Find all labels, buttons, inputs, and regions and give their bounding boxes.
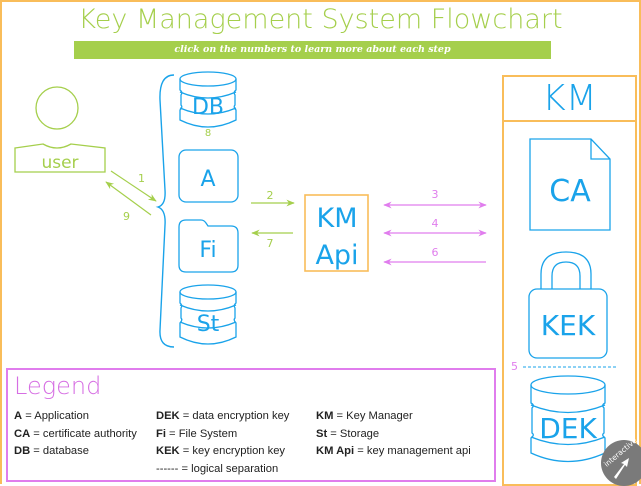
file-system-label: Fi (199, 238, 216, 263)
dek-label: DEK (539, 412, 597, 445)
kek-label: KEK (541, 309, 596, 342)
legend-definition: = File System (165, 427, 238, 440)
legend-entry: St = Storage (316, 426, 471, 444)
legend-term: A (14, 410, 23, 422)
legend-entry: CA = certificate authority (14, 426, 137, 444)
legend-term: St (316, 427, 328, 440)
legend-term: CA (14, 427, 31, 440)
legend-term: KM (316, 410, 334, 422)
legend-entry: DB = database (14, 443, 137, 461)
legend-definition: = database (30, 445, 89, 457)
km-api-label-line1: KM (316, 203, 357, 234)
folder-icon (178, 219, 239, 273)
legend-definition: = logical separation (178, 462, 279, 475)
legend-term: ------ (156, 462, 179, 475)
legend-entry: KEK = key encryption key (156, 443, 289, 461)
legend-entry: A = Application (14, 408, 137, 426)
step-8-number[interactable]: 8 (205, 128, 211, 139)
storage-icon (179, 284, 237, 345)
step-6-number[interactable]: 6 (432, 246, 439, 259)
page-title: Key Management System Flowchart (78, 4, 563, 35)
key-manager-title: KM (504, 77, 635, 122)
legend-definition: = key management api (354, 445, 471, 457)
legend-term: Fi (156, 427, 166, 440)
legend-entry: KM Api = key management api (316, 443, 471, 461)
subtitle-banner: click on the numbers to learn more about… (74, 41, 551, 59)
storage-label: St (197, 312, 220, 337)
database-icon (179, 71, 237, 128)
step-3-number[interactable]: 3 (432, 188, 439, 201)
step-4-number[interactable]: 4 (432, 217, 439, 230)
legend-entry: KM = Key Manager (316, 408, 471, 426)
application-label: A (200, 167, 215, 192)
legend-entry: ------ = logical separation (156, 461, 289, 479)
legend-definition: = Key Manager (333, 410, 413, 422)
legend-definition: = Application (22, 410, 89, 422)
ca-label: CA (549, 174, 591, 209)
legend-term: DEK (156, 410, 180, 422)
legend-term: DB (14, 445, 31, 457)
legend-entry: Fi = File System (156, 426, 289, 444)
padlock-icon (528, 251, 608, 359)
legend-definition: = certificate authority (30, 427, 137, 440)
legend-column-3: KM = Key Manager St = Storage KM Api = k… (316, 408, 471, 461)
interactive-badge[interactable]: interactive (601, 436, 641, 486)
legend-definition: = Storage (327, 427, 380, 440)
km-api-box (304, 194, 369, 272)
database-label: DB (192, 95, 224, 120)
legend-column-1: A = Application CA = certificate authori… (14, 408, 137, 461)
step-9-number[interactable]: 9 (123, 210, 130, 223)
km-api-label-line2: Api (315, 240, 358, 271)
legend-column-2: DEK = data encryption key Fi = File Syst… (156, 408, 289, 478)
legend-entry: DEK = data encryption key (156, 408, 289, 426)
step-1-number[interactable]: 1 (138, 172, 145, 185)
arrow-step-9 (105, 181, 152, 216)
user-label: user (41, 153, 78, 173)
grouping-brace (155, 74, 175, 348)
cursor-arrow-icon (614, 458, 629, 479)
legend-title: Legend (14, 372, 102, 400)
step-7-number[interactable]: 7 (267, 237, 274, 250)
certificate-document-icon (529, 138, 611, 231)
dek-database-icon (530, 375, 606, 463)
user-icon (14, 86, 106, 173)
application-icon (178, 149, 239, 203)
legend-term: KM Api (316, 445, 355, 457)
legend-definition: = key encryption key (179, 445, 286, 457)
step-5-number[interactable]: 5 (511, 360, 518, 373)
arrow-step-1 (110, 170, 157, 202)
legend-term: KEK (156, 445, 180, 457)
key-manager-container: KM (502, 75, 637, 486)
step-2-number[interactable]: 2 (267, 189, 274, 202)
legend-definition: = data encryption key (179, 410, 290, 422)
legend-panel: Legend A = Application CA = certificate … (6, 368, 496, 482)
